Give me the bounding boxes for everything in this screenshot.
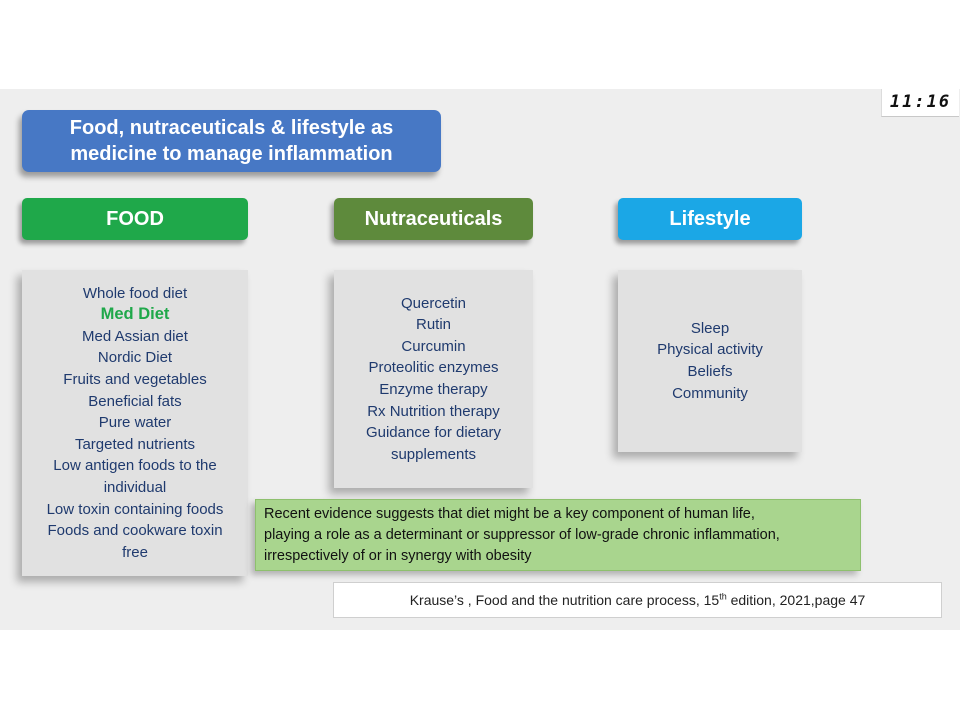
list-item: Guidance for dietary — [365, 424, 502, 442]
title-line-1: Food, nutraceuticals & lifestyle as — [69, 117, 394, 139]
category-lifestyle: Lifestyle — [618, 198, 802, 240]
list-item: Fruits and vegetables — [63, 371, 207, 389]
list-item: Quercetin — [400, 294, 467, 312]
list-item: Foods and cookware toxin — [47, 522, 223, 540]
evidence-line-1: Recent evidence suggests that diet might… — [264, 506, 755, 522]
evidence-line-2: playing a role as a determinant or suppr… — [264, 527, 780, 543]
food-list-panel: Whole food diet Med Diet Med Assian diet… — [22, 270, 248, 576]
citation-text: Krause’s , Food and the nutrition care p… — [409, 592, 720, 608]
list-item-highlight: Med Diet — [100, 305, 170, 324]
title-box: Food, nutraceuticals & lifestyle as medi… — [22, 110, 441, 172]
list-item: Enzyme therapy — [379, 381, 488, 398]
title-line-2: medicine to manage inflammation — [70, 143, 393, 165]
category-food: FOOD — [22, 198, 248, 240]
list-item: Curcumin — [401, 337, 466, 355]
list-item: Pure water — [98, 414, 172, 432]
citation-superscript: th — [719, 591, 727, 602]
list-item: Physical activity — [657, 341, 763, 359]
nutraceuticals-list-panel: Quercetin Rutin Curcumin Proteolitic enz… — [334, 270, 533, 488]
list-item: Rx Nutrition therapy — [367, 402, 500, 420]
list-item: Targeted nutrients — [74, 435, 196, 453]
citation-box: Krause’s , Food and the nutrition care p… — [333, 582, 942, 618]
list-item: Low toxin containing foods — [46, 500, 224, 518]
list-item: Med Assian diet — [82, 327, 188, 345]
clock-display: 11:16 — [881, 89, 959, 117]
list-item: Whole food diet — [82, 284, 188, 302]
lifestyle-list-panel: Sleep Physical activity Beliefs Communit… — [618, 270, 802, 452]
list-item: free — [122, 543, 148, 561]
list-item: Beneficial fats — [88, 392, 182, 410]
list-item: Rutin — [415, 316, 452, 334]
list-item: Sleep — [690, 319, 730, 337]
list-item: Proteolitic enzymes — [368, 359, 499, 377]
list-item: Beliefs — [687, 363, 733, 380]
list-item: Low antigen foods to the — [53, 457, 217, 475]
list-item: Community — [672, 384, 748, 402]
citation-text-end: edition, 2021,page 47 — [726, 592, 866, 608]
evidence-line-3: irrespectively of or in synergy with obe… — [264, 548, 532, 564]
list-item: Nordic Diet — [97, 349, 173, 367]
list-item: supplements — [390, 445, 477, 463]
evidence-callout: Recent evidence suggests that diet might… — [255, 499, 861, 571]
category-nutraceuticals: Nutraceuticals — [334, 198, 533, 240]
list-item: individual — [103, 478, 167, 496]
